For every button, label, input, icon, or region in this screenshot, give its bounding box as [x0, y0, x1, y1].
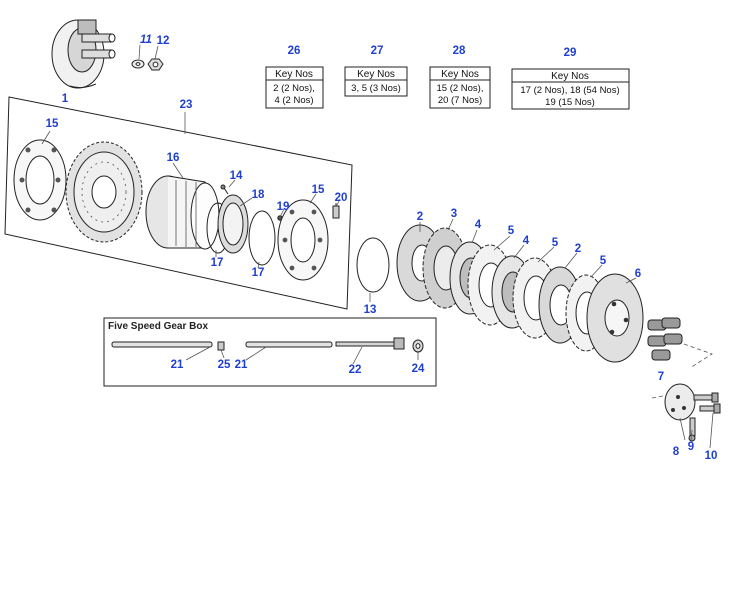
kit-header: Key Nos: [441, 69, 479, 80]
kit-table-27: 27 Key Nos 3, 5 (3 Nos): [344, 45, 408, 97]
part-screw-14: [220, 184, 229, 195]
part-plate-15-left: [13, 139, 67, 221]
callout-25: 25: [218, 359, 231, 371]
part-rod-21-right: [245, 341, 333, 348]
part-springs-7: [647, 317, 683, 361]
callout-16: 16: [167, 152, 180, 164]
callout-7: 7: [658, 371, 664, 383]
kit-table-29: 29 Key Nos 17 (2 Nos), 18 (54 Nos) 19 (1…: [511, 47, 630, 110]
kit-table-28: 28 Key Nos 15 (2 Nos), 20 (7 Nos): [429, 45, 491, 109]
kit-line: 3, 5 (3 Nos): [351, 83, 401, 94]
part-housing-16: [145, 175, 220, 250]
callout-5: 5: [508, 225, 515, 237]
kit-line: 2 (2 Nos),: [273, 83, 315, 94]
callout-17: 17: [211, 257, 224, 269]
callout-17: 17: [252, 267, 265, 279]
callout-4: 4: [523, 235, 530, 247]
callout-15: 15: [46, 118, 59, 130]
callout-3: 3: [451, 208, 457, 220]
kit-header: Key Nos: [357, 69, 395, 80]
part-roller-disc-18: [217, 194, 249, 254]
callout-15: 15: [312, 184, 325, 196]
part-circlip-17-right: [248, 210, 276, 266]
callout-20: 20: [335, 192, 348, 204]
callout-6: 6: [635, 268, 641, 280]
callout-21: 21: [171, 359, 184, 371]
callout-5: 5: [552, 237, 559, 249]
kit-23-frame: [4, 96, 353, 310]
gearbox-frame: [103, 317, 437, 387]
gearbox-title: Five Speed Gear Box: [108, 321, 208, 332]
callout-24: 24: [412, 363, 425, 375]
part-pin-20: [332, 203, 340, 219]
part-washer-24: [412, 339, 424, 353]
callout-4: 4: [475, 219, 482, 231]
callout-22: 22: [349, 364, 362, 376]
kit-number: 27: [371, 45, 384, 57]
callout-labels: 1 2 2 3 4 4 5 5 5 6 7 8 9 10 11 12 13 14…: [46, 34, 718, 462]
leader-lines: [41, 44, 714, 449]
kit-line: 19 (15 Nos): [545, 97, 595, 108]
callout-13: 13: [364, 304, 377, 316]
callout-12: 12: [157, 35, 170, 47]
part-rod-21-left: [111, 341, 213, 348]
callout-2: 2: [575, 243, 581, 255]
part-pushrod-22: [335, 337, 405, 350]
callout-8: 8: [673, 446, 680, 458]
part-hub-assembly: [51, 19, 116, 89]
callout-9: 9: [688, 441, 694, 453]
callout-14: 14: [230, 170, 243, 182]
kit-line: 15 (2 Nos),: [437, 83, 484, 94]
part-circlip-13: [356, 237, 390, 293]
kit-number: 29: [564, 47, 577, 59]
kit-number: 28: [453, 45, 466, 57]
callout-5: 5: [600, 255, 607, 267]
kit-header: Key Nos: [275, 69, 313, 80]
kit-header: Key Nos: [551, 71, 589, 82]
kit-number: 26: [288, 45, 301, 57]
kit-line: 4 (2 Nos): [274, 95, 313, 106]
callout-23: 23: [180, 99, 193, 111]
part-pressure-plate-6: [586, 273, 644, 363]
part-pin-25: [217, 341, 225, 351]
callout-1: 1: [62, 93, 69, 105]
part-washer-11: [131, 59, 145, 69]
callout-19: 19: [277, 201, 290, 213]
part-sprocket: [65, 141, 143, 243]
part-spring-plate-8: [664, 383, 696, 421]
kit-line: 17 (2 Nos), 18 (54 Nos): [520, 85, 619, 96]
kit-table-26: 26 Key Nos 2 (2 Nos), 4 (2 Nos): [265, 45, 324, 109]
callout-11: 11: [140, 34, 152, 46]
callout-21: 21: [235, 359, 248, 371]
callout-2: 2: [417, 211, 423, 223]
part-nut-12: [147, 58, 164, 71]
callout-10: 10: [705, 450, 718, 462]
callout-18: 18: [252, 189, 265, 201]
part-screws-9-10: [688, 392, 721, 442]
kit-line: 20 (7 Nos): [438, 95, 482, 106]
part-plate-15-right: [277, 199, 329, 281]
